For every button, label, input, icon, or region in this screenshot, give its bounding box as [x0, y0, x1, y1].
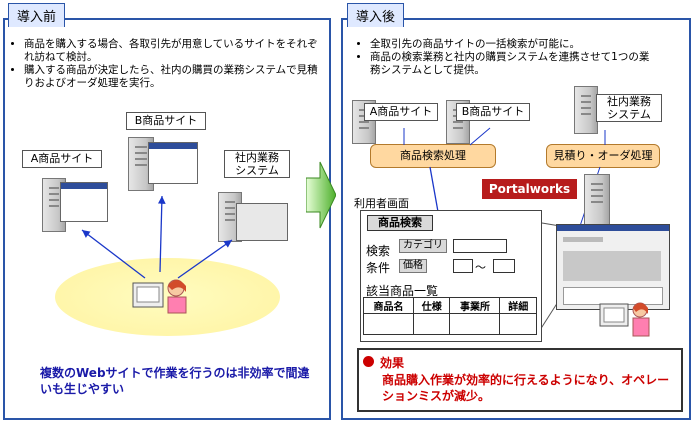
before-tab: 導入前	[8, 3, 66, 27]
col-office: 事業所	[449, 297, 501, 314]
internal-system-window	[556, 224, 670, 310]
window-gray-area	[563, 251, 661, 281]
table-cell	[499, 313, 537, 335]
before-site-a-label: A商品サイト	[22, 150, 102, 168]
after-tab: 導入後	[347, 3, 405, 27]
after-bullet-2: 商品の検索業務と社内の購買システムを連携させて1つの業務システムとして提供。	[370, 51, 656, 77]
after-internal-label: 社内業務 システム	[596, 94, 662, 122]
result-table: 商品名 仕様 事業所 詳細	[363, 297, 537, 335]
search-label: 検索	[366, 244, 391, 258]
search-form-window: 商品検索 検索 条件 カテゴリ 価格 ～ 該当商品一覧 商品名 仕様 事業所 詳…	[360, 210, 542, 342]
effect-title: 効果	[380, 356, 405, 370]
price-tilde: ～	[475, 261, 486, 274]
before-caption: 複数のWebサイトで作業を行うのは非効率で間違いも生じやすい	[40, 366, 310, 396]
before-site-b-label: B商品サイト	[126, 112, 206, 130]
result-list-title: 該当商品一覧	[366, 284, 439, 298]
category-tag: カテゴリ	[399, 239, 447, 253]
price-max-input[interactable]	[493, 259, 515, 273]
user-screen-label: 利用者画面	[354, 197, 409, 210]
after-site-b-label: B商品サイト	[456, 103, 530, 121]
category-input[interactable]	[453, 239, 507, 253]
order-process-box: 見積り・オーダ処理	[546, 144, 660, 168]
search-process-box: 商品検索処理	[370, 144, 496, 168]
after-bullets: 全取引先の商品サイトの一括検索が可能に。 商品の検索業務と社内の購買システムを連…	[356, 38, 656, 77]
before-site-b-screen-icon	[148, 142, 198, 184]
before-site-a-screen-icon	[60, 182, 108, 222]
price-min-input[interactable]	[453, 259, 473, 273]
condition-label: 条件	[366, 261, 391, 275]
before-bullet-1: 商品を購入する場合、各取引先が用意しているサイトをそれぞれ訪ねて検討。	[24, 38, 320, 64]
table-cell	[363, 313, 414, 335]
before-bullets: 商品を購入する場合、各取引先が用意しているサイトをそれぞれ訪ねて検討。 購入する…	[10, 38, 320, 90]
after-internal-server-icon	[574, 86, 598, 134]
before-bullet-2: 購入する商品が決定したら、社内の購買の業務システムで見積りおよびオーダ処理を実行…	[24, 64, 320, 90]
col-product-name: 商品名	[363, 297, 414, 314]
form-title: 商品検索	[367, 215, 433, 231]
price-tag: 価格	[399, 259, 427, 273]
portalworks-badge: Portalworks	[482, 179, 577, 199]
table-cell	[412, 313, 451, 335]
effect-text: 商品購入作業が効率的に行えるようになり、オペレーションミスが減少。	[382, 373, 670, 403]
after-bullet-1: 全取引先の商品サイトの一括検索が可能に。	[370, 38, 656, 51]
effect-bullet-icon	[363, 356, 374, 367]
col-spec: 仕様	[412, 297, 451, 314]
before-arrows	[81, 195, 233, 314]
table-cell	[449, 313, 501, 335]
transition-arrow-icon	[306, 161, 336, 229]
portal-server-icon	[584, 174, 610, 228]
before-internal-label: 社内業務 システム	[224, 150, 290, 178]
after-user-icon	[599, 302, 650, 337]
effect-box	[357, 348, 683, 412]
before-internal-screen-icon	[236, 203, 288, 241]
after-site-a-label: A商品サイト	[364, 103, 438, 121]
col-detail: 詳細	[499, 297, 537, 314]
